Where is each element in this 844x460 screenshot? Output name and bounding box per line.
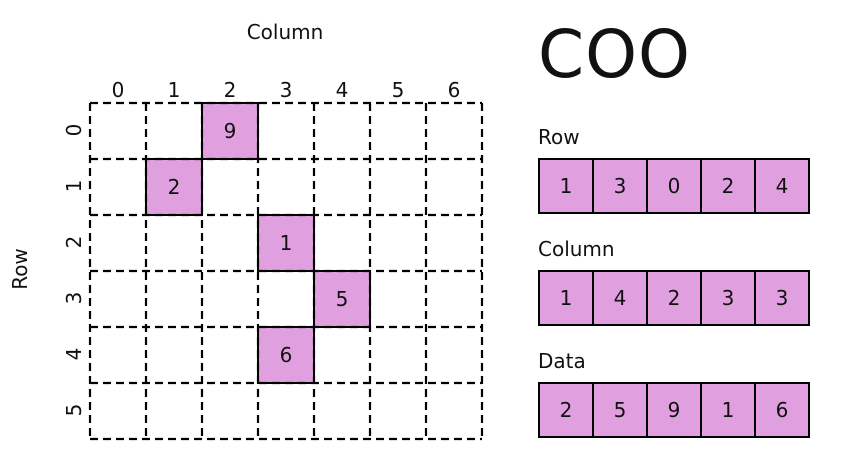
column-array-cell: 3 bbox=[700, 270, 756, 326]
row-array-cell: 0 bbox=[646, 158, 702, 214]
row-array-cell: 4 bbox=[754, 158, 810, 214]
data-array-cell: 6 bbox=[754, 382, 810, 438]
column-tick: 5 bbox=[391, 78, 405, 102]
column-tick: 0 bbox=[111, 78, 125, 102]
row-array: 1 3 0 2 4 bbox=[538, 158, 810, 214]
nonzero-value: 6 bbox=[280, 343, 293, 367]
grid-lines bbox=[88, 101, 484, 441]
column-array-label: Column bbox=[538, 237, 615, 261]
column-array-cell: 4 bbox=[592, 270, 648, 326]
nonzero-value: 5 bbox=[336, 287, 349, 311]
column-array-cell: 3 bbox=[754, 270, 810, 326]
nonzero-cell bbox=[201, 102, 259, 160]
row-array-cell: 2 bbox=[700, 158, 756, 214]
row-array-cell: 1 bbox=[538, 158, 594, 214]
data-array-cell: 1 bbox=[700, 382, 756, 438]
column-tick: 1 bbox=[167, 78, 181, 102]
column-tick: 2 bbox=[223, 78, 237, 102]
nonzero-value: 2 bbox=[168, 175, 181, 199]
column-array-cell: 1 bbox=[538, 270, 594, 326]
row-array-cell: 3 bbox=[592, 158, 648, 214]
column-tick: 6 bbox=[447, 78, 461, 102]
column-array-cell: 2 bbox=[646, 270, 702, 326]
column-axis-title: Column bbox=[246, 20, 324, 44]
column-array: 1 4 2 3 3 bbox=[538, 270, 810, 326]
column-tick: 3 bbox=[279, 78, 293, 102]
nonzero-value: 1 bbox=[280, 231, 293, 255]
data-array-cell: 9 bbox=[646, 382, 702, 438]
data-array: 2 5 9 1 6 bbox=[538, 382, 810, 438]
data-array-cell: 2 bbox=[538, 382, 594, 438]
nonzero-value: 9 bbox=[224, 119, 237, 143]
diagram-title: COO bbox=[538, 16, 691, 93]
data-array-cell: 5 bbox=[592, 382, 648, 438]
column-tick: 4 bbox=[335, 78, 349, 102]
nonzero-cell bbox=[145, 158, 203, 216]
data-array-label: Data bbox=[538, 349, 586, 373]
row-array-label: Row bbox=[538, 125, 580, 149]
